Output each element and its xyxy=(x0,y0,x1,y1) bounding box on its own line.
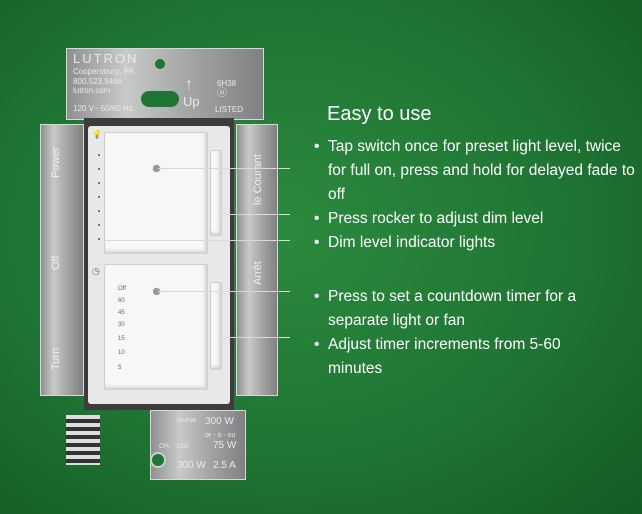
right-mounting-tab xyxy=(236,124,278,396)
callout-line xyxy=(104,240,290,241)
feature-list: Tap switch once for preset light level, … xyxy=(312,135,642,381)
timer-rocker[interactable] xyxy=(210,282,222,370)
callout-line xyxy=(218,214,290,215)
up-label: Up xyxy=(183,94,200,109)
clock-icon: ◷ xyxy=(92,266,100,276)
ul-logo-icon: ⓤ xyxy=(217,88,227,99)
screw-hole xyxy=(155,59,165,69)
side-label-off: Off xyxy=(50,255,62,270)
side-label-turn: Turn xyxy=(50,347,62,370)
cfl-watts: 75 W xyxy=(213,440,237,451)
led-label: LED xyxy=(177,444,189,450)
phone-text: 800.523.9466 xyxy=(73,77,122,86)
wire-terminals xyxy=(66,415,100,465)
dim-indicator-light xyxy=(98,182,100,184)
feature-bullet: Tap switch once for preset light level, … xyxy=(312,135,642,207)
feature-bullet: Press rocker to adjust dim level xyxy=(312,207,642,231)
dim-indicator-light xyxy=(98,154,100,156)
brand-logo: LUTRON xyxy=(73,51,139,66)
feature-bullet: Press to set a countdown timer for a sep… xyxy=(312,285,588,333)
dim-indicator-light xyxy=(98,168,100,170)
slot-hole xyxy=(141,91,179,107)
dim-indicator-light xyxy=(98,210,100,212)
left-mounting-tab xyxy=(40,124,84,396)
cert-code: 6H38 xyxy=(217,79,237,88)
web-text: lutron.com xyxy=(73,86,111,95)
side-label-le-courant: le Courant xyxy=(252,154,264,205)
timer-label-10: 10 xyxy=(118,350,125,356)
cfl-label: CFL xyxy=(159,444,171,450)
bottom-plate: Inc/Hal 300 W CFL LED or - ó - ou 75 W 3… xyxy=(150,410,246,480)
side-label-power: Power xyxy=(50,146,62,178)
timer-label-off: Off xyxy=(118,286,126,292)
total-watts: 300 W xyxy=(177,460,206,471)
rating-text: 120 V~ 50/60 Hz xyxy=(73,104,133,113)
side-label-arret: Arrêt xyxy=(252,261,264,285)
timer-switch[interactable] xyxy=(104,264,208,390)
dim-indicator-light xyxy=(98,224,100,226)
amps: 2.5 A xyxy=(213,460,236,471)
callout-line xyxy=(218,337,290,338)
dim-indicator-light xyxy=(98,238,100,240)
location-text: Coopersburg, PA xyxy=(73,67,134,76)
dim-indicator-light xyxy=(98,196,100,198)
up-arrow-icon: ↑ xyxy=(185,76,193,93)
inc-label: Inc/Hal xyxy=(177,418,196,424)
inc-watts: 300 W xyxy=(205,416,234,427)
timer-label-5: 5 xyxy=(118,365,122,371)
callout-line xyxy=(158,168,290,169)
timer-label-45: 45 xyxy=(118,310,125,316)
feature-bullet: Adjust timer increments from 5-60 minute… xyxy=(312,333,578,381)
screw-hole-bottom xyxy=(150,452,166,468)
feature-bullet: Dim level indicator lights xyxy=(312,231,642,255)
timer-label-60: 60 xyxy=(118,298,125,304)
dimmer-tap-switch[interactable] xyxy=(104,132,208,254)
callout-line xyxy=(158,291,290,292)
bulb-icon: 💡 xyxy=(92,130,102,139)
heading: Easy to use xyxy=(327,103,432,125)
timer-label-15: 15 xyxy=(118,336,125,342)
top-plate: LUTRON Coopersburg, PA 800.523.9466 lutr… xyxy=(66,48,264,120)
cert-label: LISTED xyxy=(215,105,244,114)
or-label: or - ó - ou xyxy=(205,432,236,439)
dim-rocker[interactable] xyxy=(210,150,222,236)
timer-label-30: 30 xyxy=(118,322,125,328)
